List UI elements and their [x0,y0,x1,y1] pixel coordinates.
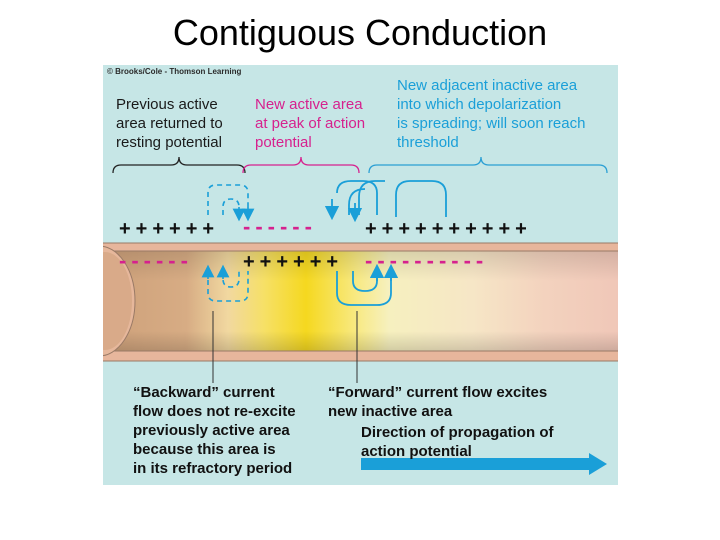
bracket-active [242,156,360,174]
label-previous-active: Previous active area returned to resting… [116,96,223,151]
charges-outside-middle: ------ [243,214,317,239]
label-backward-current: “Backward” current flow does not re-exci… [133,384,296,477]
copyright-credit: © Brooks/Cole - Thomson Learning [107,67,242,76]
slide-title: Contiguous Conduction [172,12,548,53]
forward-current-below [336,271,392,306]
charges-inside-right: ---------- [365,248,489,273]
label-forward-current: “Forward” current flow excites new inact… [328,384,548,420]
charges-inside-middle: ++++++ [243,251,344,273]
axon [103,242,618,362]
bracket-inactive [368,156,608,174]
diagram-panel: © Brooks/Cole - Thomson Learning Previou… [103,65,618,485]
bracket-previous [112,156,246,174]
propagation-arrow [361,453,607,475]
label-new-inactive: New adjacent inactive area into which de… [397,77,586,151]
charges-inside-left: ------ [119,248,193,273]
label-direction: Direction of propagation of action poten… [361,424,554,460]
backward-current-below [207,271,249,302]
forward-current-above [348,180,447,217]
axon-diagram [103,156,618,475]
label-new-active: New active area at peak of action potent… [255,96,366,151]
charges-outside-right: ++++++++++ [365,218,532,240]
charges-outside-left: ++++++ [119,218,220,240]
backward-current-above [207,184,249,215]
